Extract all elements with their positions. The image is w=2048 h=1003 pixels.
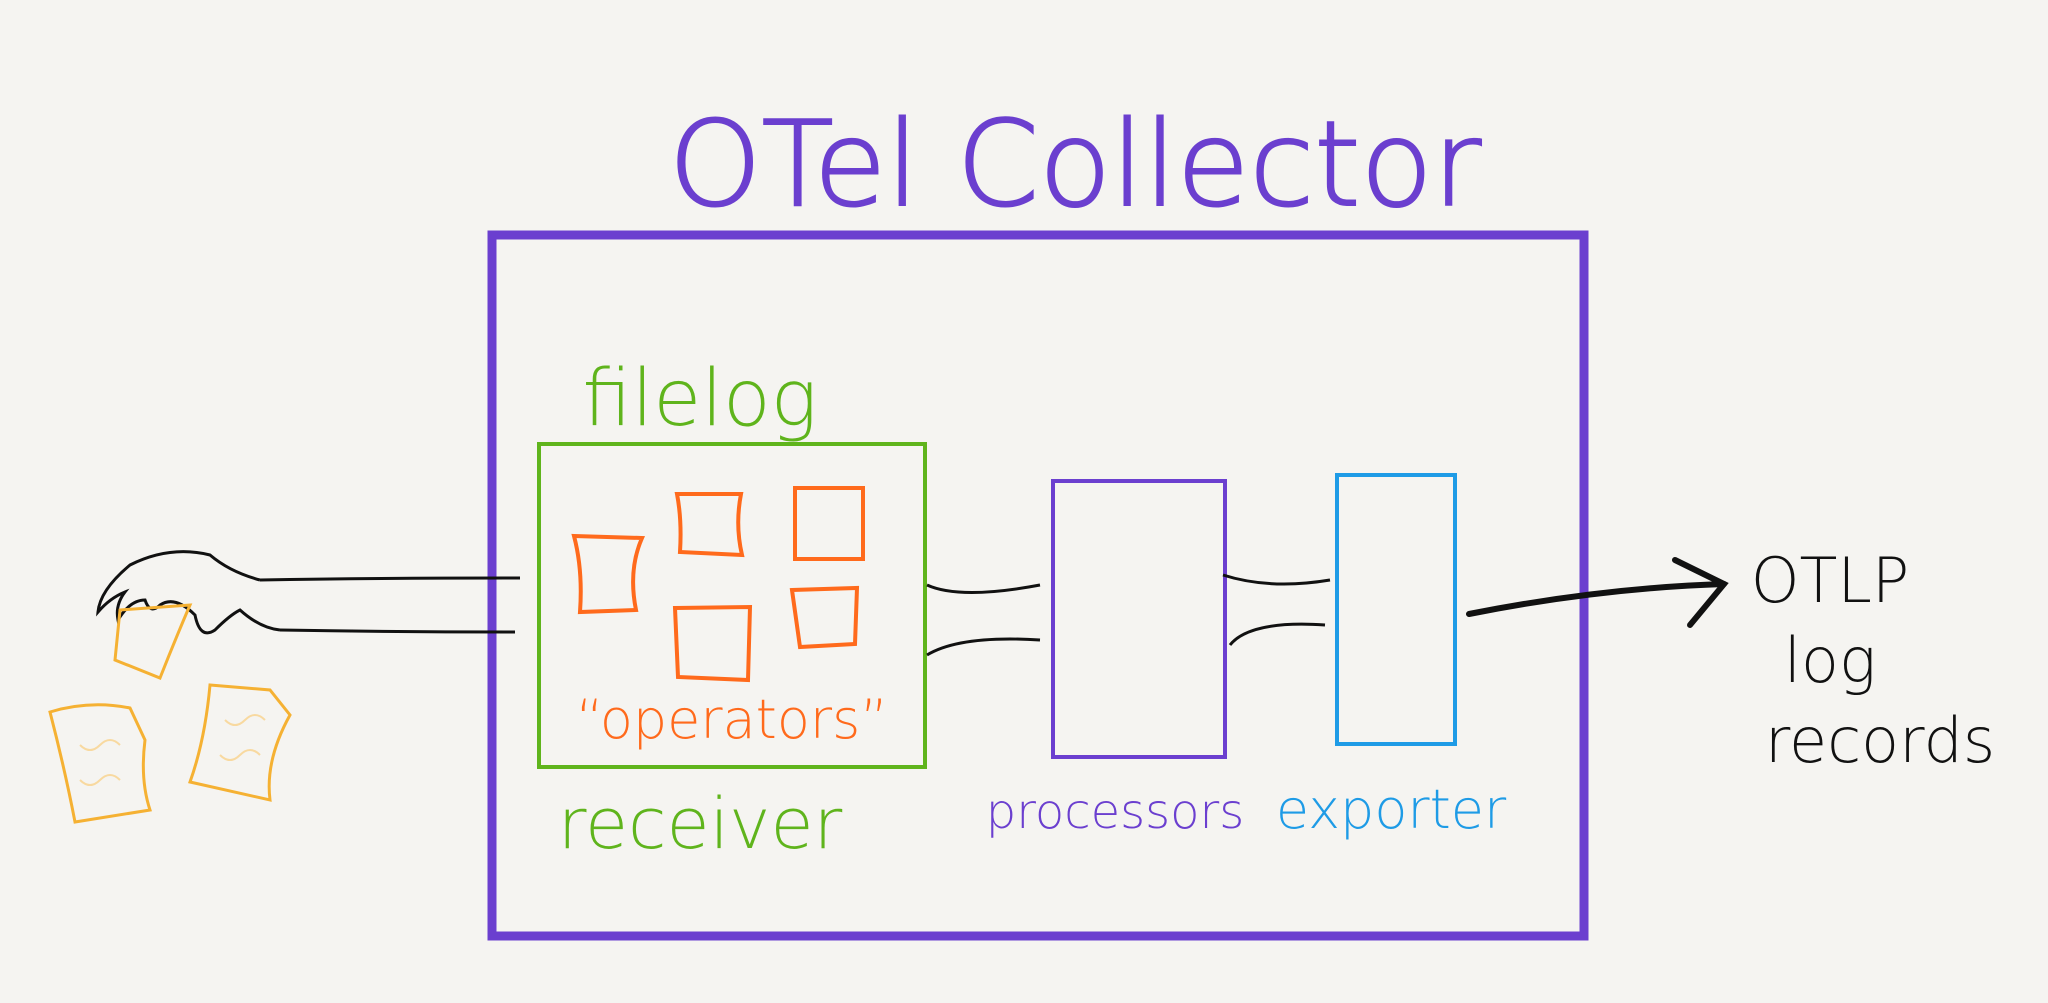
operators-group [571, 486, 865, 683]
operator-icon [672, 604, 753, 683]
operator-icon [789, 585, 860, 650]
connectors [259, 573, 1331, 657]
processors-box [1051, 479, 1227, 759]
log-file-icon [113, 603, 193, 680]
output-line-2: log [1784, 624, 1876, 697]
log-file-icon [188, 683, 292, 802]
operator-icon [571, 533, 646, 615]
output-arrow [1466, 557, 1729, 628]
connector-line [926, 637, 1041, 657]
operator-icon [674, 492, 745, 558]
operator-icon [793, 486, 865, 561]
output-label: OTLP log records [1751, 544, 1995, 777]
arm-line [259, 576, 521, 582]
output-line-3: records [1765, 704, 1995, 777]
output-line-1: OTLP [1751, 544, 1910, 617]
connector-line [1222, 573, 1331, 586]
connector-line [926, 583, 1041, 594]
collector-box [487, 230, 1589, 941]
log-file-icon [48, 703, 152, 824]
exporter-box [1335, 473, 1457, 746]
log-files [48, 603, 292, 824]
filelog-label: filelog [583, 354, 818, 444]
receiver-label: receiver [558, 783, 843, 865]
processors-label: processors [986, 784, 1245, 840]
connector-line [1228, 622, 1326, 646]
arm-line [279, 628, 516, 634]
exporter-label: exporter [1276, 778, 1507, 841]
receiver-box [537, 442, 927, 769]
collector-title: OTel Collector [669, 95, 1482, 233]
operators-label: “operators” [576, 688, 888, 751]
hand-icon [96, 550, 281, 635]
